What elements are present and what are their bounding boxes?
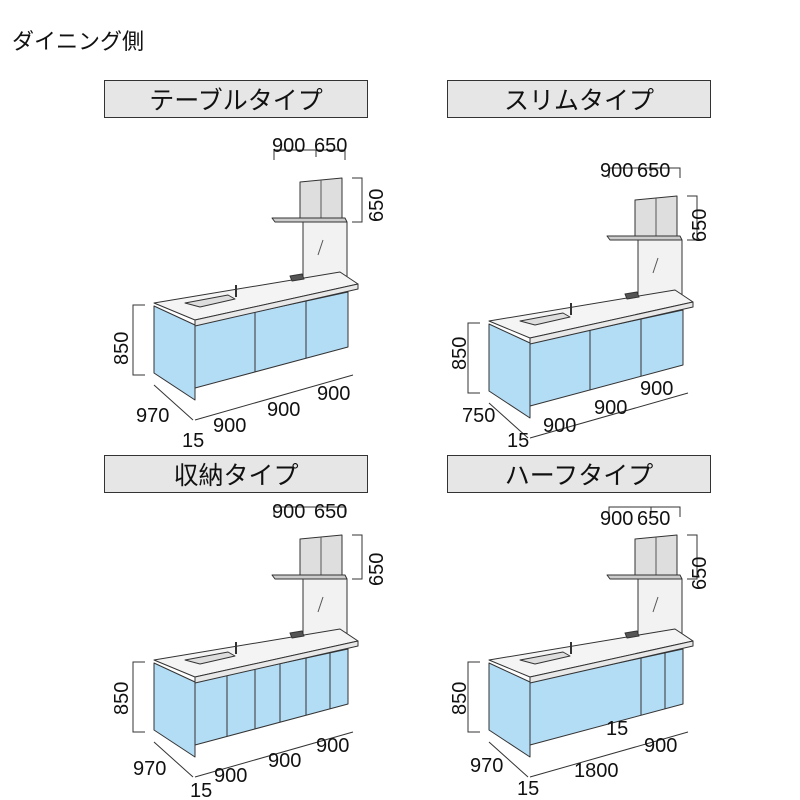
title-table-type: テーブルタイプ — [104, 80, 368, 118]
gap: 15 — [507, 430, 529, 452]
glass-mark — [652, 257, 659, 274]
dim-depth — [153, 384, 194, 421]
width-2: 900 — [267, 399, 300, 421]
countertop-edge — [194, 640, 359, 684]
kitchen-unit — [467, 167, 698, 439]
dim-depth — [153, 741, 194, 778]
counter-height: 850 — [449, 337, 471, 370]
dim-hood-height — [687, 195, 698, 241]
hood-width-1: 900 — [272, 135, 305, 157]
depth: 970 — [133, 758, 166, 780]
hood-width-2: 650 — [314, 501, 347, 523]
dim-width — [529, 392, 689, 439]
dim-hood-width — [608, 506, 681, 517]
dim-hood-width — [273, 506, 346, 517]
hood-width-2: 650 — [314, 135, 347, 157]
width-1: 900 — [213, 415, 246, 437]
title-slim-type: スリムタイプ — [447, 80, 711, 118]
width-2: 900 — [268, 750, 301, 772]
dim-width — [194, 374, 354, 421]
dim-hood-height — [352, 534, 363, 580]
width-1: 1800 — [574, 760, 619, 782]
hood-shelf — [271, 574, 348, 580]
title-half-type: ハーフタイプ — [447, 455, 711, 493]
gap: 15 — [190, 780, 212, 800]
page-heading: ダイニング側 — [12, 30, 145, 55]
countertop-edge — [529, 301, 694, 345]
counter-height: 850 — [449, 682, 471, 715]
depth: 970 — [470, 755, 503, 777]
depth: 750 — [462, 405, 495, 427]
cabinet-side — [153, 662, 196, 758]
width-2: 900 — [644, 735, 677, 757]
counter-height: 850 — [111, 682, 133, 715]
gap: 15 — [182, 430, 204, 452]
sink — [519, 312, 571, 326]
dim-hood-width — [608, 167, 681, 178]
dim-height — [132, 661, 145, 733]
width-3: 900 — [640, 378, 673, 400]
dim-hood-width — [273, 149, 346, 160]
dim-hood-height — [687, 534, 698, 580]
depth: 970 — [136, 405, 169, 427]
hood-shelf — [606, 235, 683, 241]
dim-hood-height — [352, 177, 363, 223]
sink — [184, 294, 236, 308]
kitchen-unit — [467, 506, 698, 778]
hood-shelf — [271, 217, 348, 223]
width-2: 900 — [594, 397, 627, 419]
hood-height: 650 — [689, 209, 711, 242]
hood-height: 650 — [689, 557, 711, 590]
stove — [624, 291, 640, 300]
hood-width-2: 650 — [637, 508, 670, 530]
countertop-edge — [529, 640, 694, 684]
hood-width-1: 900 — [272, 501, 305, 523]
dim-width — [194, 731, 354, 778]
title-storage-type: 収納タイプ — [104, 455, 368, 493]
glass-mark — [652, 596, 659, 613]
cabinet-side — [488, 323, 531, 419]
hood-height: 650 — [366, 553, 388, 586]
kitchen-unit — [132, 149, 363, 421]
sink — [519, 651, 571, 665]
sink — [184, 651, 236, 665]
glass-mark — [317, 239, 324, 256]
cabinet-side — [153, 305, 196, 401]
glass-mark — [317, 596, 324, 613]
width-3: 900 — [316, 735, 349, 757]
width-3: 900 — [317, 383, 350, 405]
stove — [289, 273, 305, 282]
dim-depth — [488, 741, 529, 778]
gap: 15 — [517, 778, 539, 800]
counter-height: 850 — [111, 332, 133, 365]
width-1: 900 — [543, 415, 576, 437]
hood-shelf — [606, 574, 683, 580]
gap-2: 15 — [606, 718, 628, 740]
width-1: 900 — [214, 765, 247, 787]
stove — [624, 630, 640, 639]
hood-width-2: 650 — [637, 160, 670, 182]
hood-height: 650 — [366, 189, 388, 222]
dim-depth — [488, 402, 529, 439]
dim-height — [467, 322, 480, 394]
dim-width — [529, 731, 689, 778]
hood-width-1: 900 — [600, 508, 633, 530]
countertop-edge — [194, 283, 359, 327]
dim-height — [132, 304, 145, 376]
cabinet-side — [488, 662, 531, 758]
hood-width-1: 900 — [600, 160, 633, 182]
stove — [289, 630, 305, 639]
kitchen-unit — [132, 506, 363, 778]
dim-height — [467, 661, 480, 733]
